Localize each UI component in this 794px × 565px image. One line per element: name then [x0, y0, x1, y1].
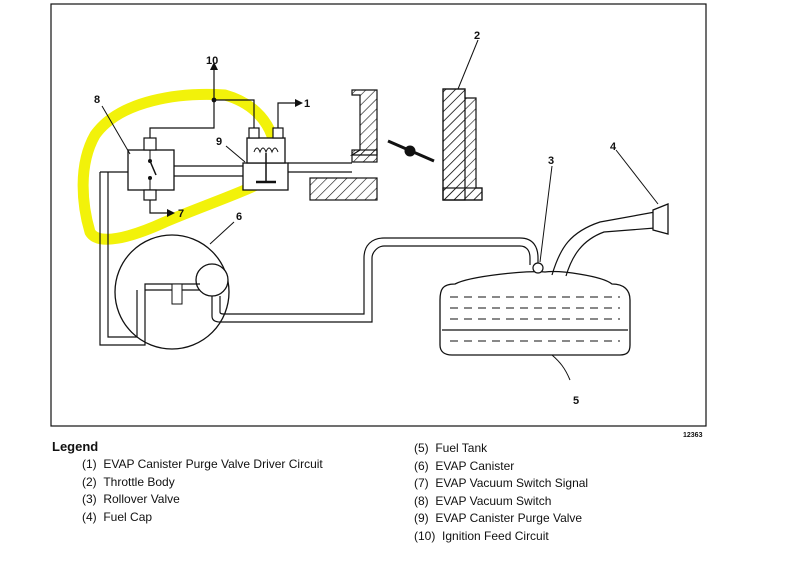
legend-item-label: EVAP Canister	[435, 458, 515, 473]
switch-to-valve-hose	[174, 165, 243, 177]
legend-item-label: EVAP Vacuum Switch Signal	[435, 476, 589, 491]
purge-valve-terminal-left	[248, 127, 260, 139]
signal-wire-7	[149, 200, 170, 214]
arrow-1	[295, 99, 303, 107]
throttle-body	[309, 88, 483, 201]
figure-id: 12363	[683, 432, 703, 439]
legend-item: (7) EVAP Vacuum Switch Signal	[414, 475, 588, 493]
callout-9: 9	[216, 136, 222, 148]
callout-5: 5	[573, 395, 579, 407]
fuel-level-lines	[450, 296, 620, 342]
legend-item-number: (5)	[414, 441, 429, 455]
legend-item-label: EVAP Canister Purge Valve Driver Circuit	[103, 457, 323, 471]
arrow-7	[167, 209, 175, 217]
callout-10: 10	[206, 55, 218, 67]
vacuum-hose-left-inner	[107, 172, 138, 338]
legend-item-label: Throttle Body	[103, 474, 175, 489]
leader-8	[101, 105, 131, 155]
evap-vacuum-switch	[127, 149, 175, 191]
driver-circuit-wire	[277, 102, 298, 128]
solenoid-coil-icon	[253, 147, 279, 154]
switch-blade	[149, 160, 157, 176]
legend-item-label: Ignition Feed Circuit	[442, 528, 549, 543]
ignition-feed-wire	[149, 66, 215, 138]
canister-chamber	[195, 263, 229, 297]
leader-4	[615, 149, 659, 205]
vapor-hose	[211, 245, 531, 323]
legend-item-label: Fuel Cap	[103, 509, 153, 524]
legend-item-number: (4)	[82, 509, 97, 524]
callout-7: 7	[178, 208, 184, 220]
legend-title: Legend	[52, 439, 99, 454]
callout-2: 2	[474, 30, 480, 42]
legend-item-label: Rollover Valve	[103, 492, 180, 507]
callout-8: 8	[94, 94, 100, 106]
purge-line	[288, 162, 352, 173]
callout-4: 4	[610, 141, 617, 153]
callout-6: 6	[236, 211, 242, 223]
vacuum-hose-left	[99, 172, 146, 346]
legend-item-number: (1)	[82, 457, 97, 471]
legend-item-number: (2)	[82, 474, 97, 489]
leader-5	[551, 354, 571, 381]
arrow-10	[210, 62, 218, 70]
rollover-valve	[532, 262, 544, 274]
fuel-cap	[652, 203, 669, 235]
legend-item-number: (6)	[414, 458, 429, 473]
callout-1: 1	[304, 98, 310, 110]
legend-item: (8) EVAP Vacuum Switch	[414, 493, 588, 511]
legend-item: (2) Throttle Body	[82, 474, 323, 492]
evap-system-diagram: 1 2 3 4 5 6 7 8 9 10 12363	[50, 3, 707, 439]
evap-canister	[114, 234, 230, 350]
legend-item-number: (9)	[414, 511, 429, 526]
legend-item-label: EVAP Vacuum Switch	[435, 493, 552, 508]
legend-item-label: EVAP Canister Purge Valve	[435, 511, 583, 526]
switch-terminal-bottom	[143, 189, 157, 201]
leader-3	[539, 165, 553, 263]
legend-item: (6) EVAP Canister	[414, 458, 588, 476]
filler-neck	[551, 211, 656, 276]
canister-valve-stem	[171, 283, 183, 305]
leader-2	[457, 39, 479, 90]
switch-terminal-top	[143, 137, 157, 151]
legend-item-number: (7)	[414, 476, 429, 491]
legend-column-right: (5) Fuel Tank (6) EVAP Canister (7) EVAP Va…	[414, 440, 588, 546]
legend-item-number: (10)	[414, 528, 436, 543]
legend-item: (9) EVAP Canister Purge Valve	[414, 510, 588, 528]
wire-junction	[211, 97, 217, 103]
legend-item-number: (3)	[82, 492, 97, 507]
callout-3: 3	[548, 155, 554, 167]
purge-valve-terminal-right	[272, 127, 284, 139]
figure-frame	[50, 3, 707, 427]
leader-6	[209, 221, 235, 245]
throttle-shaft	[404, 145, 416, 157]
ignition-feed-wire-valve	[214, 99, 255, 128]
filler-neck-inner	[565, 227, 656, 277]
legend-item: (10) Ignition Feed Circuit	[414, 528, 588, 546]
legend-item: (3) Rollover Valve	[82, 491, 323, 509]
fuel-tank	[439, 270, 631, 356]
vapor-hose-inner	[219, 237, 539, 315]
legend-item: (1) EVAP Canister Purge Valve Driver Circ…	[82, 456, 323, 474]
legend-item-label: Fuel Tank	[435, 441, 488, 455]
legend-item: (4) Fuel Cap	[82, 509, 323, 527]
legend-item: (5) Fuel Tank	[414, 440, 588, 458]
legend-item-number: (8)	[414, 493, 429, 508]
legend-column-left: (1) EVAP Canister Purge Valve Driver Circ…	[82, 456, 323, 526]
leader-9	[225, 145, 246, 163]
